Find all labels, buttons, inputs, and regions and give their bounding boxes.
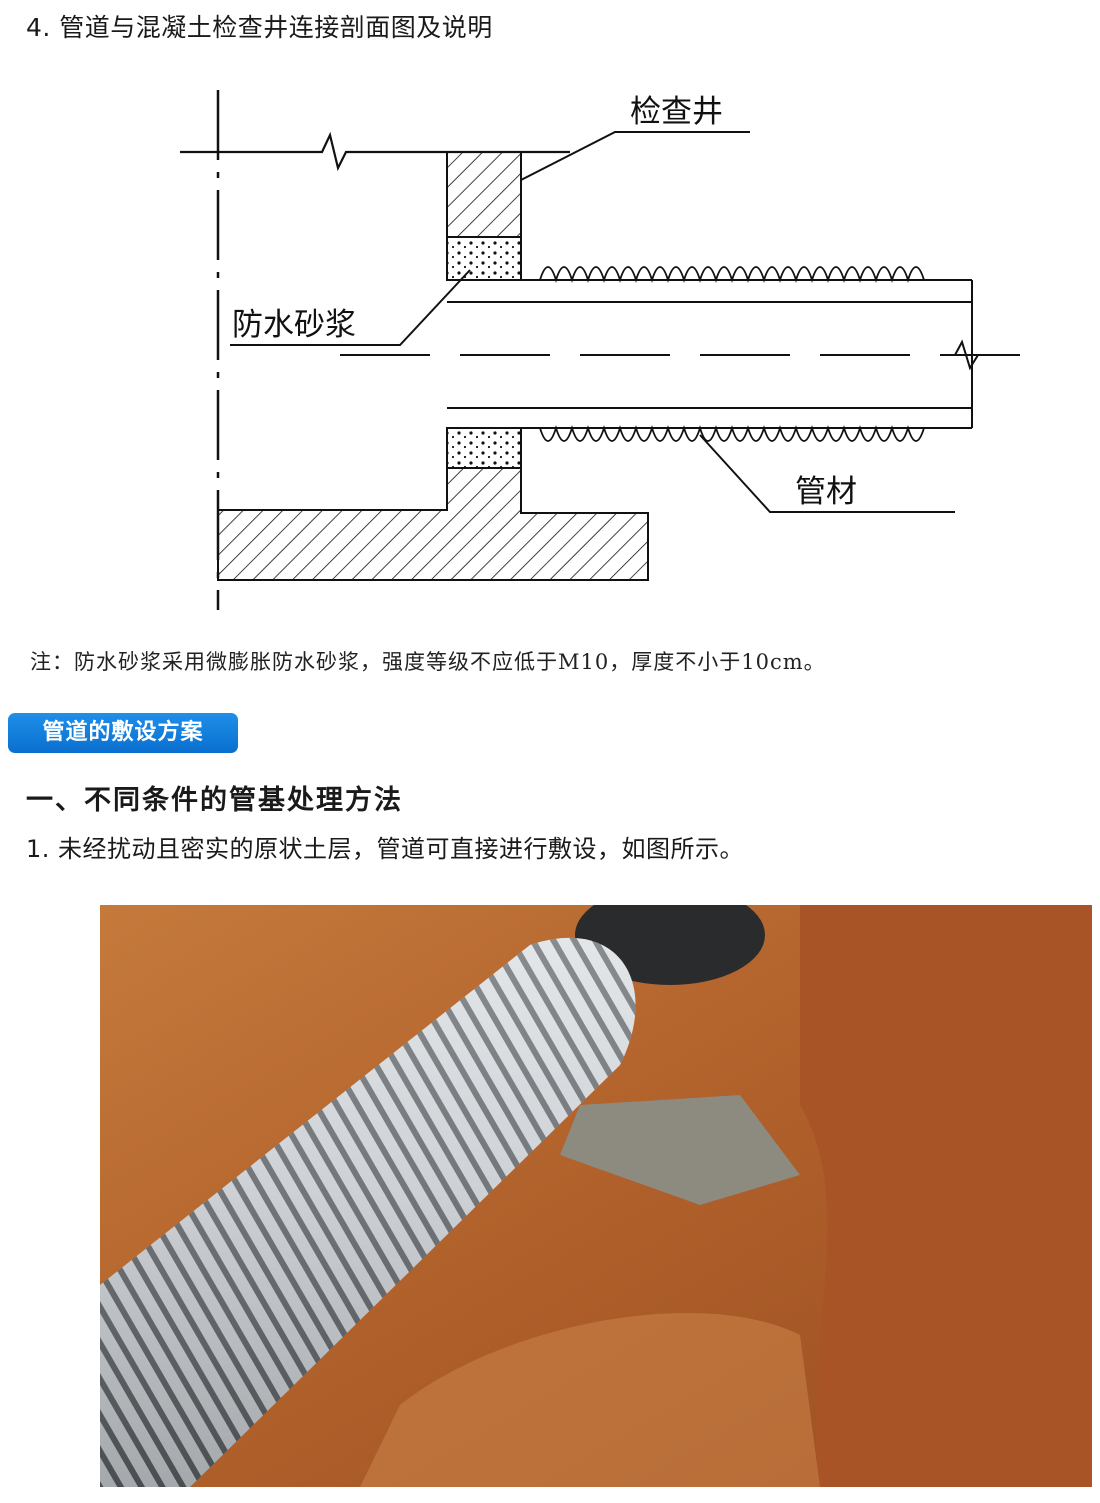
list-item-1: 1. 未经扰动且密实的原状土层，管道可直接进行敷设，如图所示。 (26, 835, 745, 863)
diagram-note: 注：防水砂浆采用微膨胀防水砂浆，强度等级不应低于M10，厚度不小于10cm。 (30, 650, 826, 674)
pipe-corrugation-bottom (539, 424, 925, 442)
pipe-corrugation-top (539, 266, 925, 284)
label-pipe-material: 管材 (795, 474, 857, 510)
section-tag: 管道的敷设方案 (8, 713, 238, 753)
pipe-in-trench-photo (100, 905, 1092, 1487)
label-inspection-well: 检查井 (630, 94, 723, 130)
section-heading-4: 4. 管道与混凝土检查井连接剖面图及说明 (26, 13, 493, 42)
section-title: 一、不同条件的管基处理方法 (26, 785, 403, 816)
pipe-manhole-section-diagram: 检查井 防水砂浆 管材 (180, 90, 1020, 610)
label-waterproof-mortar: 防水砂浆 (232, 307, 356, 343)
